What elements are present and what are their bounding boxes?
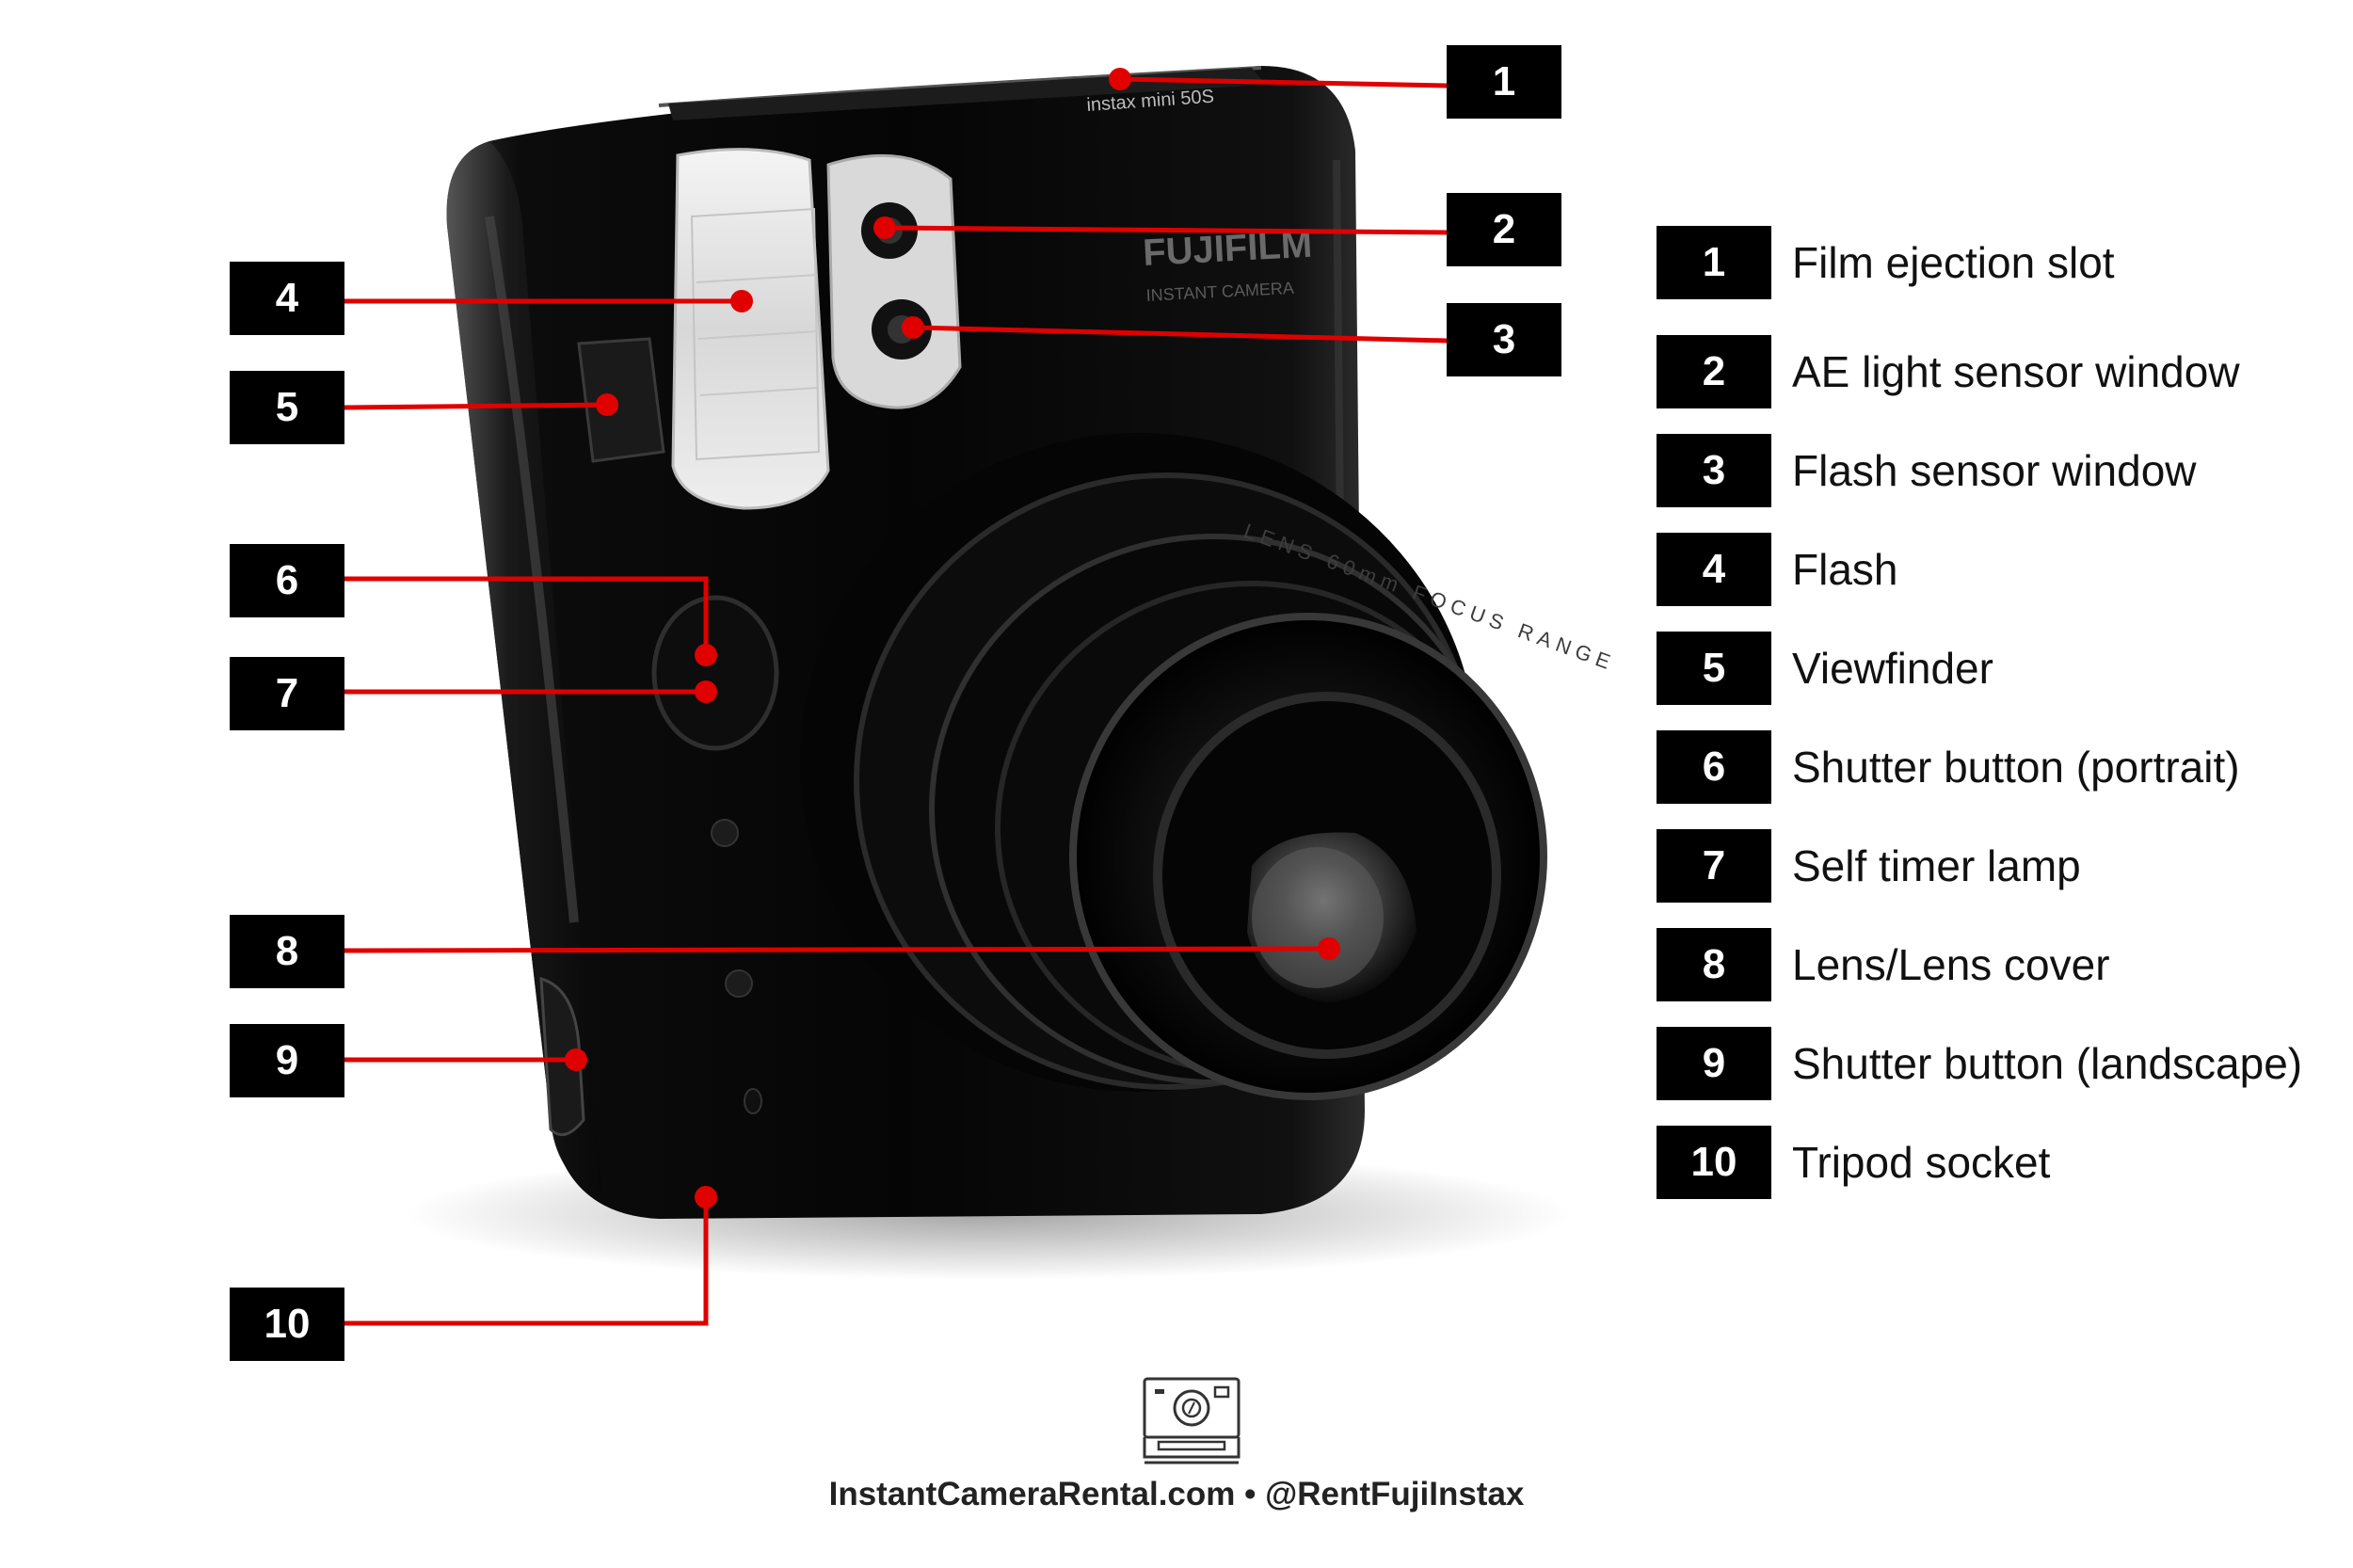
- footer-text: InstantCameraRental.com • @RentFujiInsta…: [828, 1476, 1525, 1512]
- legend-number: 7: [1657, 829, 1771, 903]
- callout-box-4: 4: [230, 262, 344, 335]
- legend-label: Flash: [1792, 545, 1898, 594]
- instant-camera-icon: [1143, 1377, 1241, 1464]
- callout-box-10: 10: [230, 1288, 344, 1361]
- callout-box-9: 9: [230, 1024, 344, 1097]
- callout-dot-3: [902, 316, 924, 339]
- legend-number: 1: [1657, 226, 1771, 299]
- legend-item-3: 3 Flash sensor window: [1657, 434, 2334, 507]
- portrait-shutter-button: [651, 595, 779, 751]
- callout-dot-2: [873, 216, 896, 239]
- callout-line-2: [884, 225, 1448, 235]
- legend-item-9: 9 Shutter button (landscape): [1657, 1027, 2334, 1100]
- callout-dot-8: [1318, 937, 1340, 960]
- callout-line-10: [344, 1197, 709, 1326]
- callout-line-5: [343, 402, 608, 410]
- viewfinder: [577, 337, 665, 463]
- legend-label: Shutter button (landscape): [1792, 1039, 2303, 1088]
- lens-glass: [1252, 847, 1384, 988]
- callout-box-5: 5: [230, 371, 344, 444]
- callout-dot-7: [695, 680, 717, 703]
- legend-label: Flash sensor window: [1792, 446, 2197, 495]
- legend-label: Film ejection slot: [1792, 238, 2115, 287]
- legend-label: Viewfinder: [1792, 644, 1993, 693]
- legend-item-1: 1 Film ejection slot: [1657, 226, 2334, 299]
- legend-item-8: 8 Lens/Lens cover: [1657, 928, 2334, 1001]
- legend-label: Self timer lamp: [1792, 841, 2081, 890]
- callout-dot-9: [565, 1048, 587, 1071]
- landscape-shutter-button: [539, 976, 585, 1137]
- legend-number: 10: [1657, 1126, 1771, 1199]
- legend-number: 2: [1657, 335, 1771, 408]
- callout-dot-1: [1109, 68, 1131, 90]
- legend-item-10: 10 Tripod socket: [1657, 1126, 2334, 1199]
- sensor-plate: [826, 153, 962, 409]
- legend-label: Lens/Lens cover: [1792, 940, 2110, 989]
- lens-barrel: [800, 433, 1547, 1100]
- tripod-socket-hole: [744, 1088, 762, 1114]
- callout-line-1: [1119, 76, 1448, 88]
- legend-number: 5: [1657, 632, 1771, 705]
- legend-item-4: 4 Flash: [1657, 533, 2334, 606]
- legend-item-2: 2 AE light sensor window: [1657, 335, 2334, 408]
- flash: [671, 148, 830, 510]
- legend-number: 4: [1657, 533, 1771, 606]
- callout-dots: [565, 68, 1340, 1208]
- callout-box-3: 3: [1447, 303, 1561, 376]
- callout-box-2: 2: [1447, 193, 1561, 266]
- legend-item-7: 7 Self timer lamp: [1657, 829, 2334, 903]
- callout-box-7: 7: [230, 657, 344, 730]
- callout-box-8: 8: [230, 915, 344, 988]
- callout-line-3: [912, 325, 1448, 344]
- callout-line-8: [343, 946, 1330, 953]
- callout-box-6: 6: [230, 544, 344, 617]
- callout-dot-5: [596, 393, 618, 416]
- callout-box-1: 1: [1447, 45, 1561, 119]
- legend-label: AE light sensor window: [1792, 347, 2240, 396]
- legend-number: 8: [1657, 928, 1771, 1001]
- legend-number: 6: [1657, 730, 1771, 804]
- legend-label: Tripod socket: [1792, 1138, 2051, 1187]
- callout-line-6: [344, 576, 709, 655]
- callout-dot-6: [695, 644, 717, 666]
- legend-number: 3: [1657, 434, 1771, 507]
- legend-label: Shutter button (portrait): [1792, 743, 2240, 792]
- callout-dot-4: [730, 290, 753, 312]
- legend-number: 9: [1657, 1027, 1771, 1100]
- legend-item-6: 6 Shutter button (portrait): [1657, 730, 2334, 804]
- legend-item-5: 5 Viewfinder: [1657, 632, 2334, 705]
- callout-lines: [343, 76, 1448, 1326]
- callout-dot-10: [695, 1186, 717, 1208]
